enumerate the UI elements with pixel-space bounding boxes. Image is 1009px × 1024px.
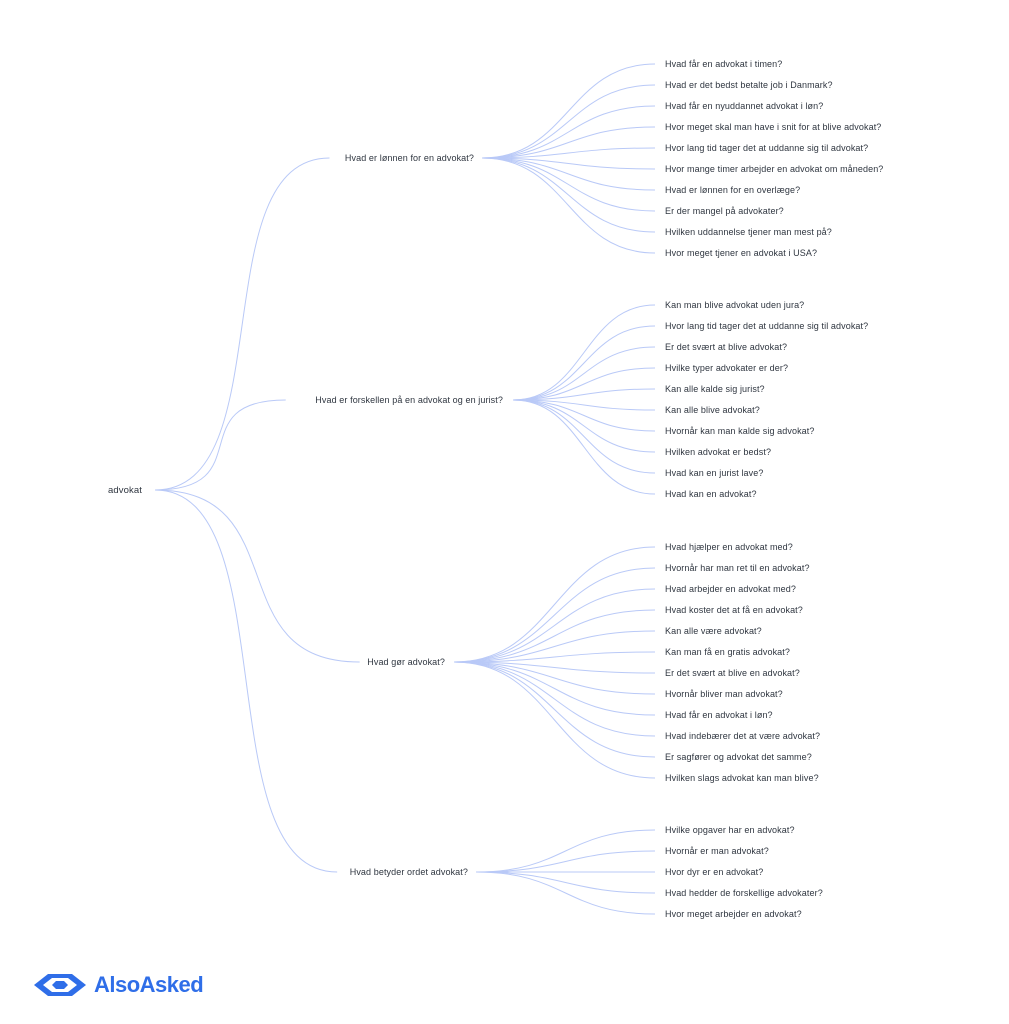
link-group-to-question: [453, 661, 656, 779]
link-group-to-question: [512, 399, 656, 411]
question-node-label[interactable]: Hvad er det bedst betalte job i Danmark?: [665, 79, 833, 90]
link-group-to-question: [512, 304, 656, 401]
link-group-to-question: [512, 399, 656, 432]
link-group-to-question: [512, 399, 656, 453]
link-group-to-question: [512, 367, 656, 401]
question-node-label[interactable]: Hvornår er man advokat?: [665, 845, 769, 856]
link-group-to-question: [512, 325, 656, 401]
brand-logo: AlsoAsked: [32, 970, 204, 1000]
link-group-to-question: [481, 147, 656, 159]
group-node-label[interactable]: Hvad gør advokat?: [367, 656, 445, 667]
question-node-label[interactable]: Hvilken uddannelse tjener man mest på?: [665, 226, 832, 237]
question-node-label[interactable]: Kan man blive advokat uden jura?: [665, 299, 805, 310]
link-group-to-question: [512, 399, 656, 495]
question-node-label[interactable]: Hvor dyr er en advokat?: [665, 866, 764, 877]
question-node-label[interactable]: Hvilken advokat er bedst?: [665, 446, 772, 457]
link-group-to-question: [453, 588, 656, 663]
question-node-label[interactable]: Hvad får en advokat i timen?: [665, 58, 783, 69]
question-node-label[interactable]: Er sagfører og advokat det samme?: [665, 751, 812, 762]
link-group-to-question: [475, 871, 656, 915]
link-group-to-question: [512, 388, 656, 401]
question-node-label[interactable]: Hvornår kan man kalde sig advokat?: [665, 425, 815, 436]
link-group-to-question: [475, 829, 656, 873]
question-node-label[interactable]: Hvornår har man ret til en advokat?: [665, 562, 810, 573]
question-node-label[interactable]: Hvad indebærer det at være advokat?: [665, 730, 821, 741]
question-node-label[interactable]: Hvor meget tjener en advokat i USA?: [665, 247, 818, 258]
link-group-to-question: [481, 157, 656, 170]
link-root-to-group: [154, 489, 360, 663]
question-node-label[interactable]: Hvad kan en advokat?: [665, 488, 757, 499]
question-node-label[interactable]: Hvor lang tid tager det at uddanne sig t…: [665, 142, 869, 153]
question-node-label[interactable]: Hvad kan en jurist lave?: [665, 467, 764, 478]
link-group-to-question: [481, 157, 656, 254]
root-node-label[interactable]: advokat: [108, 484, 142, 496]
link-group-to-question: [453, 661, 656, 737]
link-group-to-question: [453, 661, 656, 695]
link-group-to-question: [453, 630, 656, 663]
question-node-label[interactable]: Er det svært at blive en advokat?: [665, 667, 800, 678]
link-group-to-question: [481, 105, 656, 159]
question-node-label[interactable]: Hvad får en nyuddannet advokat i løn?: [665, 100, 824, 111]
group-node-label[interactable]: Hvad er forskellen på en advokat og en j…: [315, 394, 503, 405]
question-node-label[interactable]: Kan alle kalde sig jurist?: [665, 383, 765, 394]
link-group-to-question: [453, 661, 656, 674]
link-group-to-question: [453, 567, 656, 663]
link-group-to-question: [453, 546, 656, 663]
question-node-label[interactable]: Hvor mange timer arbejder en advokat om …: [665, 163, 884, 174]
question-node-label[interactable]: Kan alle blive advokat?: [665, 404, 760, 415]
link-group-to-question: [481, 126, 656, 159]
question-node-label[interactable]: Hvad får en advokat i løn?: [665, 709, 773, 720]
group-node-label[interactable]: Hvad betyder ordet advokat?: [349, 866, 468, 877]
brand-logo-text: AlsoAsked: [94, 972, 204, 997]
group-node-label[interactable]: Hvad er lønnen for en advokat?: [344, 152, 474, 163]
question-node-label[interactable]: Hvor meget skal man have i snit for at b…: [665, 121, 882, 132]
question-node-label[interactable]: Hvad arbejder en advokat med?: [665, 583, 796, 594]
question-node-label[interactable]: Hvor lang tid tager det at uddanne sig t…: [665, 320, 869, 331]
link-root-to-group: [154, 489, 338, 873]
alsoasked-eye-icon: [34, 974, 86, 996]
question-node-label[interactable]: Kan man få en gratis advokat?: [665, 646, 790, 657]
link-group-to-question: [512, 399, 656, 474]
question-node-label[interactable]: Hvor meget arbejder en advokat?: [665, 908, 802, 919]
link-root-to-group: [154, 157, 330, 491]
link-group-to-question: [481, 157, 656, 212]
link-group-to-question: [512, 346, 656, 401]
question-node-label[interactable]: Kan alle være advokat?: [665, 625, 762, 636]
link-group-to-question: [453, 661, 656, 758]
question-node-label[interactable]: Hvilken slags advokat kan man blive?: [665, 772, 819, 783]
question-node-label[interactable]: Er det svært at blive advokat?: [665, 341, 788, 352]
link-group-to-question: [481, 157, 656, 233]
link-group-to-question: [481, 84, 656, 159]
question-node-label[interactable]: Hvad koster det at få en advokat?: [665, 604, 803, 615]
link-group-to-question: [475, 871, 656, 894]
question-node-label[interactable]: Hvad er lønnen for en overlæge?: [665, 184, 801, 195]
link-group-to-question: [453, 661, 656, 716]
question-node-label[interactable]: Hvad hjælper en advokat med?: [665, 541, 793, 552]
link-root-to-group: [154, 399, 286, 491]
question-node-label[interactable]: Hvad hedder de forskellige advokater?: [665, 887, 823, 898]
link-group-to-question: [481, 63, 656, 159]
question-node-label[interactable]: Hvornår bliver man advokat?: [665, 688, 783, 699]
question-node-label[interactable]: Hvilke opgaver har en advokat?: [665, 824, 795, 835]
question-node-label[interactable]: Er der mangel på advokater?: [665, 205, 784, 216]
question-node-label[interactable]: Hvilke typer advokater er der?: [665, 362, 789, 373]
link-group-to-question: [481, 157, 656, 191]
link-group-to-question: [453, 651, 656, 663]
link-group-to-question: [475, 850, 656, 873]
link-group-to-question: [453, 609, 656, 663]
